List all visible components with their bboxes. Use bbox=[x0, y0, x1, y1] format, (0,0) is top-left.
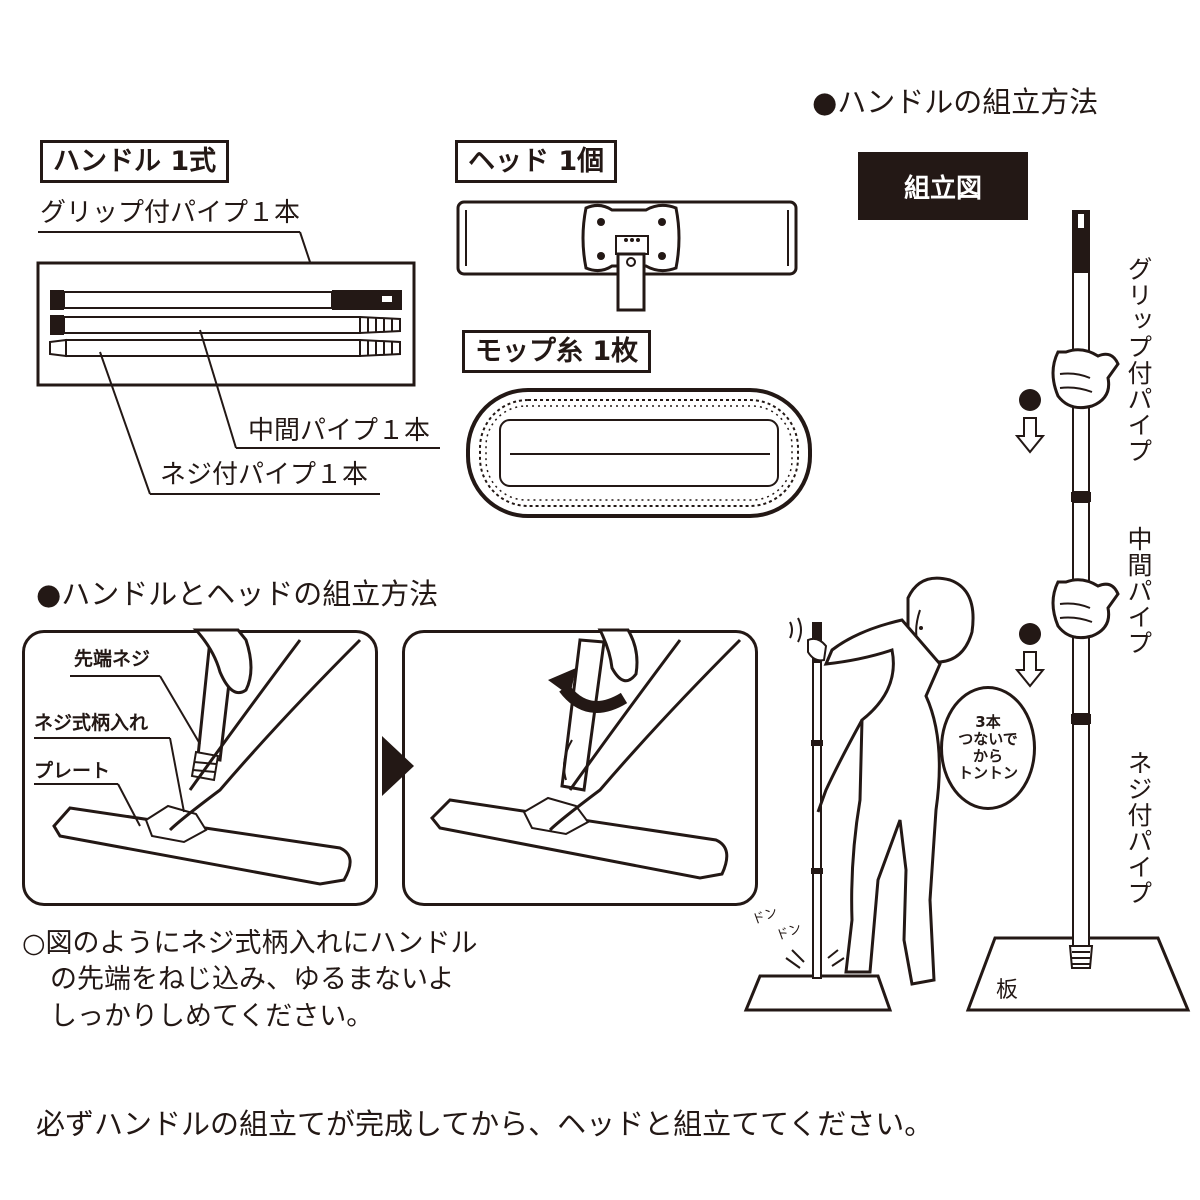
board-label: 板 bbox=[996, 978, 1019, 1003]
handle-set-title: ハンドル 1式 bbox=[40, 140, 230, 183]
tapping-speech-bubble: 3本 つないで から トントン bbox=[940, 686, 1036, 810]
middle-pipe-vertical-label: 中間パイプ bbox=[1124, 526, 1153, 656]
instruction-line-2: の先端をねじ込み、ゆるまないよ bbox=[50, 964, 455, 996]
instruction-line-3: しっかりしめてください。 bbox=[50, 1000, 374, 1032]
plate-label: プレート bbox=[34, 760, 111, 782]
middle-pipe-label: 中間パイプ１本 bbox=[248, 416, 431, 446]
screw-pipe-label: ネジ付パイプ１本 bbox=[160, 460, 369, 490]
screw-pipe-drawing bbox=[49, 338, 401, 358]
head-title: ヘッド 1個 bbox=[455, 140, 618, 183]
grip-pipe-label: グリップ付パイプ１本 bbox=[40, 198, 301, 228]
screw-pipe-vertical-label: ネジ付パイプ bbox=[1124, 750, 1153, 906]
bubble-line-1: 3本 bbox=[975, 712, 1001, 731]
assembly-order-warning: 必ずハンドルの組立てが完成してから、ヘッドと組立ててください。 bbox=[36, 1107, 934, 1141]
tip-screw-label: 先端ネジ bbox=[74, 648, 151, 670]
screw-socket-label: ネジ式柄入れ bbox=[34, 712, 149, 734]
mop-title: モップ糸 1枚 bbox=[462, 330, 652, 373]
bubble-line-2: つないで bbox=[958, 729, 1018, 748]
instruction-line-1: ○図のようにネジ式柄入れにハンドル bbox=[22, 928, 478, 959]
bubble-line-4: トントン bbox=[957, 764, 1018, 783]
grip-pipe-drawing bbox=[50, 290, 402, 310]
grip-pipe-vertical-label: グリップ付パイプ bbox=[1124, 256, 1153, 464]
head-assembly-heading: ●ハンドルとヘッドの組立方法 bbox=[36, 577, 439, 611]
bubble-line-3: から bbox=[972, 747, 1003, 765]
middle-pipe-drawing bbox=[50, 315, 401, 335]
assembly-instructions: ○図のようにネジ式柄入れにハンドル の先端をねじ込み、ゆるまないよ しっかりしめ… bbox=[22, 926, 478, 1035]
assembly-diagram-label: 組立図 bbox=[858, 152, 1028, 220]
handle-assembly-heading: ●ハンドルの組立方法 bbox=[812, 85, 1099, 119]
